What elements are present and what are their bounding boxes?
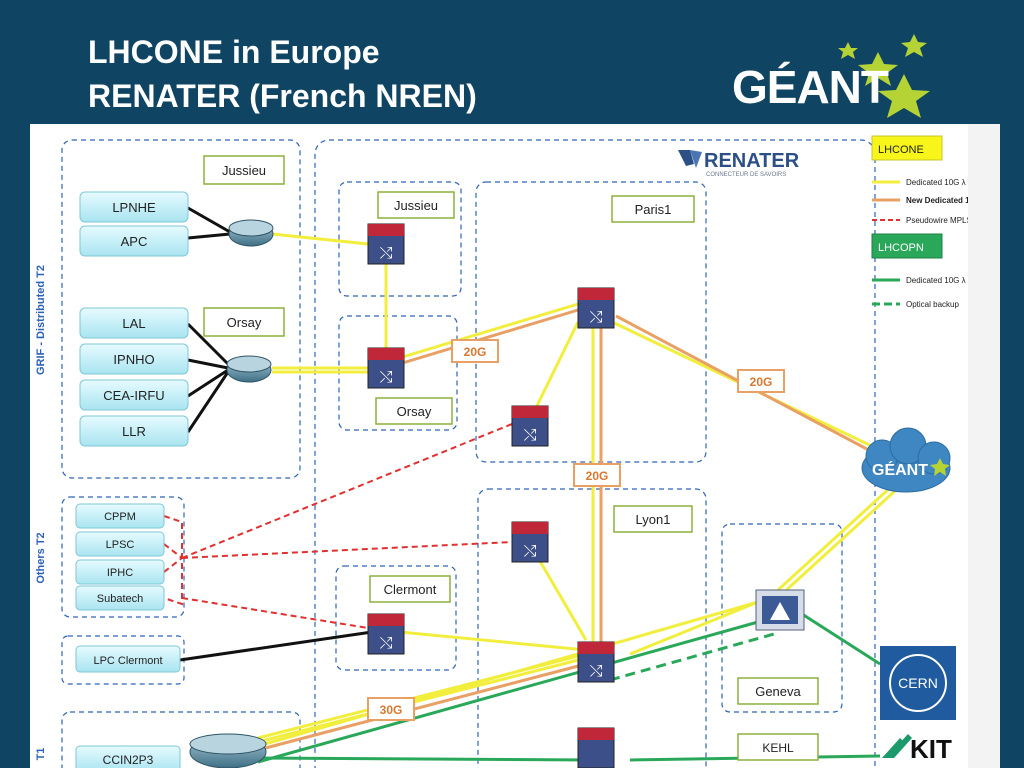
legend-lhcopn-title: LHCOPN: [878, 242, 924, 254]
lab-cppm-label: CPPM: [104, 511, 136, 523]
group-label-grif: GRIF - Distributed T2: [35, 265, 47, 375]
legend-lhcone-dedicated: Dedicated 10G λ: [906, 178, 966, 187]
svg-text:⤭: ⤭: [590, 663, 603, 680]
lab-cea-irfu-label: CEA-IRFU: [103, 388, 164, 403]
switch-icon: ⤭: [577, 287, 615, 329]
link-label-20g-c: 20G: [586, 469, 609, 483]
group-label-t1: T1: [35, 748, 47, 761]
lab-lpsc: LPSC: [75, 531, 165, 557]
switches: ⤭ ⤭ ⤭ ⤭ ⤭ ⤭ ⤭: [367, 223, 805, 768]
site-label-jussieu: Jussieu: [394, 198, 438, 213]
svg-text:⤭: ⤭: [380, 635, 393, 652]
lab-ccin2p3-label: CCIN2P3: [103, 753, 154, 767]
switch-icon: ⤭: [511, 405, 549, 447]
cloud-icon: [861, 427, 951, 493]
legend-lhcone-title: LHCONE: [878, 144, 924, 156]
lab-iphc: IPHC: [75, 559, 165, 585]
legend-lhcone-new: New Dedicated 10G λ: [906, 196, 987, 205]
svg-text:⤭: ⤭: [380, 369, 393, 386]
switch-icon: ⤭: [367, 347, 405, 389]
router-icon: [189, 733, 267, 768]
lab-apc-label: APC: [121, 234, 148, 249]
kit-logo-text: KIT: [910, 734, 952, 764]
legend-lhcopn-dedicated: Dedicated 10G λ: [906, 276, 966, 285]
lab-iphc-label: IPHC: [107, 567, 133, 579]
lab-lal: LAL: [79, 307, 189, 339]
renater-logo-icon: [678, 150, 694, 166]
title-line-1: LHCONE in Europe: [88, 34, 380, 70]
title-bar: [22, 0, 1000, 124]
title-line-2: RENATER (French NREN): [88, 78, 477, 114]
cern-logo-text: CERN: [898, 675, 938, 691]
site-label-orsay: Orsay: [397, 404, 432, 419]
lab-cppm: CPPM: [75, 503, 165, 529]
lab-ccin2p3: CCIN2P3: [75, 745, 181, 768]
lab-lpc-clermont-label: LPC Clermont: [93, 655, 162, 667]
lab-subatech: Subatech: [75, 585, 165, 611]
network-diagram: GRIF - Distributed T2 Others T2 T1: [35, 135, 987, 768]
svg-text:⤭: ⤭: [380, 245, 393, 262]
site-labels: Jussieu Orsay Jussieu Orsay Paris1 Lyon1…: [203, 155, 819, 761]
legend: LHCONE Dedicated 10G λ New Dedicated 10G…: [871, 135, 987, 309]
renater-logo: RENATER CONNECTEUR DE SAVOIRS: [678, 150, 800, 178]
lab-ipnho-label: IPNHO: [113, 352, 154, 367]
lab-llr: LLR: [79, 415, 189, 447]
site-label-jussieu-left: Jussieu: [222, 163, 266, 178]
legend-lhcopn-optical: Optical backup: [906, 300, 959, 309]
cloud-star-icon: [930, 458, 950, 476]
kit-logo-icon: [882, 738, 904, 758]
routers: [189, 219, 274, 768]
link-label-20g-b: 20G: [750, 375, 773, 389]
renater-name: RENATER: [704, 150, 800, 172]
site-label-lyon1: Lyon1: [636, 512, 671, 527]
lab-lpnhe: LPNHE: [79, 191, 189, 223]
svg-text:⤭: ⤭: [590, 309, 603, 326]
link-label-30g: 30G: [380, 703, 403, 717]
site-label-paris1: Paris1: [635, 202, 672, 217]
cern-logo: CERN: [880, 646, 956, 720]
router-icon: [226, 355, 272, 383]
optical-device-icon: [755, 589, 805, 631]
svg-text:⤭: ⤭: [524, 543, 537, 560]
router-icon: [228, 219, 274, 247]
diagram-panel: GRIF - Distributed T2 Others T2 T1: [30, 124, 1000, 768]
switch-icon: ⤭: [577, 641, 615, 683]
site-label-geneva: Geneva: [755, 684, 801, 699]
cloud-label: GÉANT: [872, 460, 928, 479]
lab-lpnhe-label: LPNHE: [112, 200, 156, 215]
lab-llr-label: LLR: [122, 424, 146, 439]
site-label-orsay-left: Orsay: [227, 315, 262, 330]
site-label-clermont: Clermont: [384, 582, 437, 597]
kit-logo: KIT: [882, 734, 952, 764]
geant-cloud: GÉANT: [861, 427, 951, 493]
lab-apc: APC: [79, 225, 189, 257]
bandwidth-labels: 20G 20G 20G 30G: [367, 339, 785, 721]
lab-lpc-clermont: LPC Clermont: [75, 645, 181, 673]
group-label-others: Others T2: [35, 532, 47, 583]
switch-icon: [577, 727, 615, 768]
lab-cea-irfu: CEA-IRFU: [79, 379, 189, 411]
renater-tagline: CONNECTEUR DE SAVOIRS: [706, 172, 786, 178]
right-gutter: [968, 124, 1000, 768]
lab-ipnho: IPNHO: [79, 343, 189, 375]
site-label-kehl: KEHL: [762, 741, 794, 755]
switch-icon: ⤭: [511, 521, 549, 563]
legend-lhcone-pseudowire: Pseudowire MPLS-TE: [906, 216, 985, 225]
link-label-20g-a: 20G: [464, 345, 487, 359]
svg-text:⤭: ⤭: [524, 427, 537, 444]
lab-lal-label: LAL: [122, 316, 145, 331]
geant-logo-text: GÉANT: [732, 61, 889, 113]
geant-star-logo-icon: [838, 34, 930, 118]
lab-subatech-label: Subatech: [97, 593, 143, 605]
labs: LPNHE APC LAL IPNHO CEA-IRFU LLR CPPM LP…: [75, 191, 189, 768]
switch-icon: ⤭: [367, 613, 405, 655]
switch-icon: ⤭: [367, 223, 405, 265]
lab-lpsc-label: LPSC: [106, 539, 135, 551]
